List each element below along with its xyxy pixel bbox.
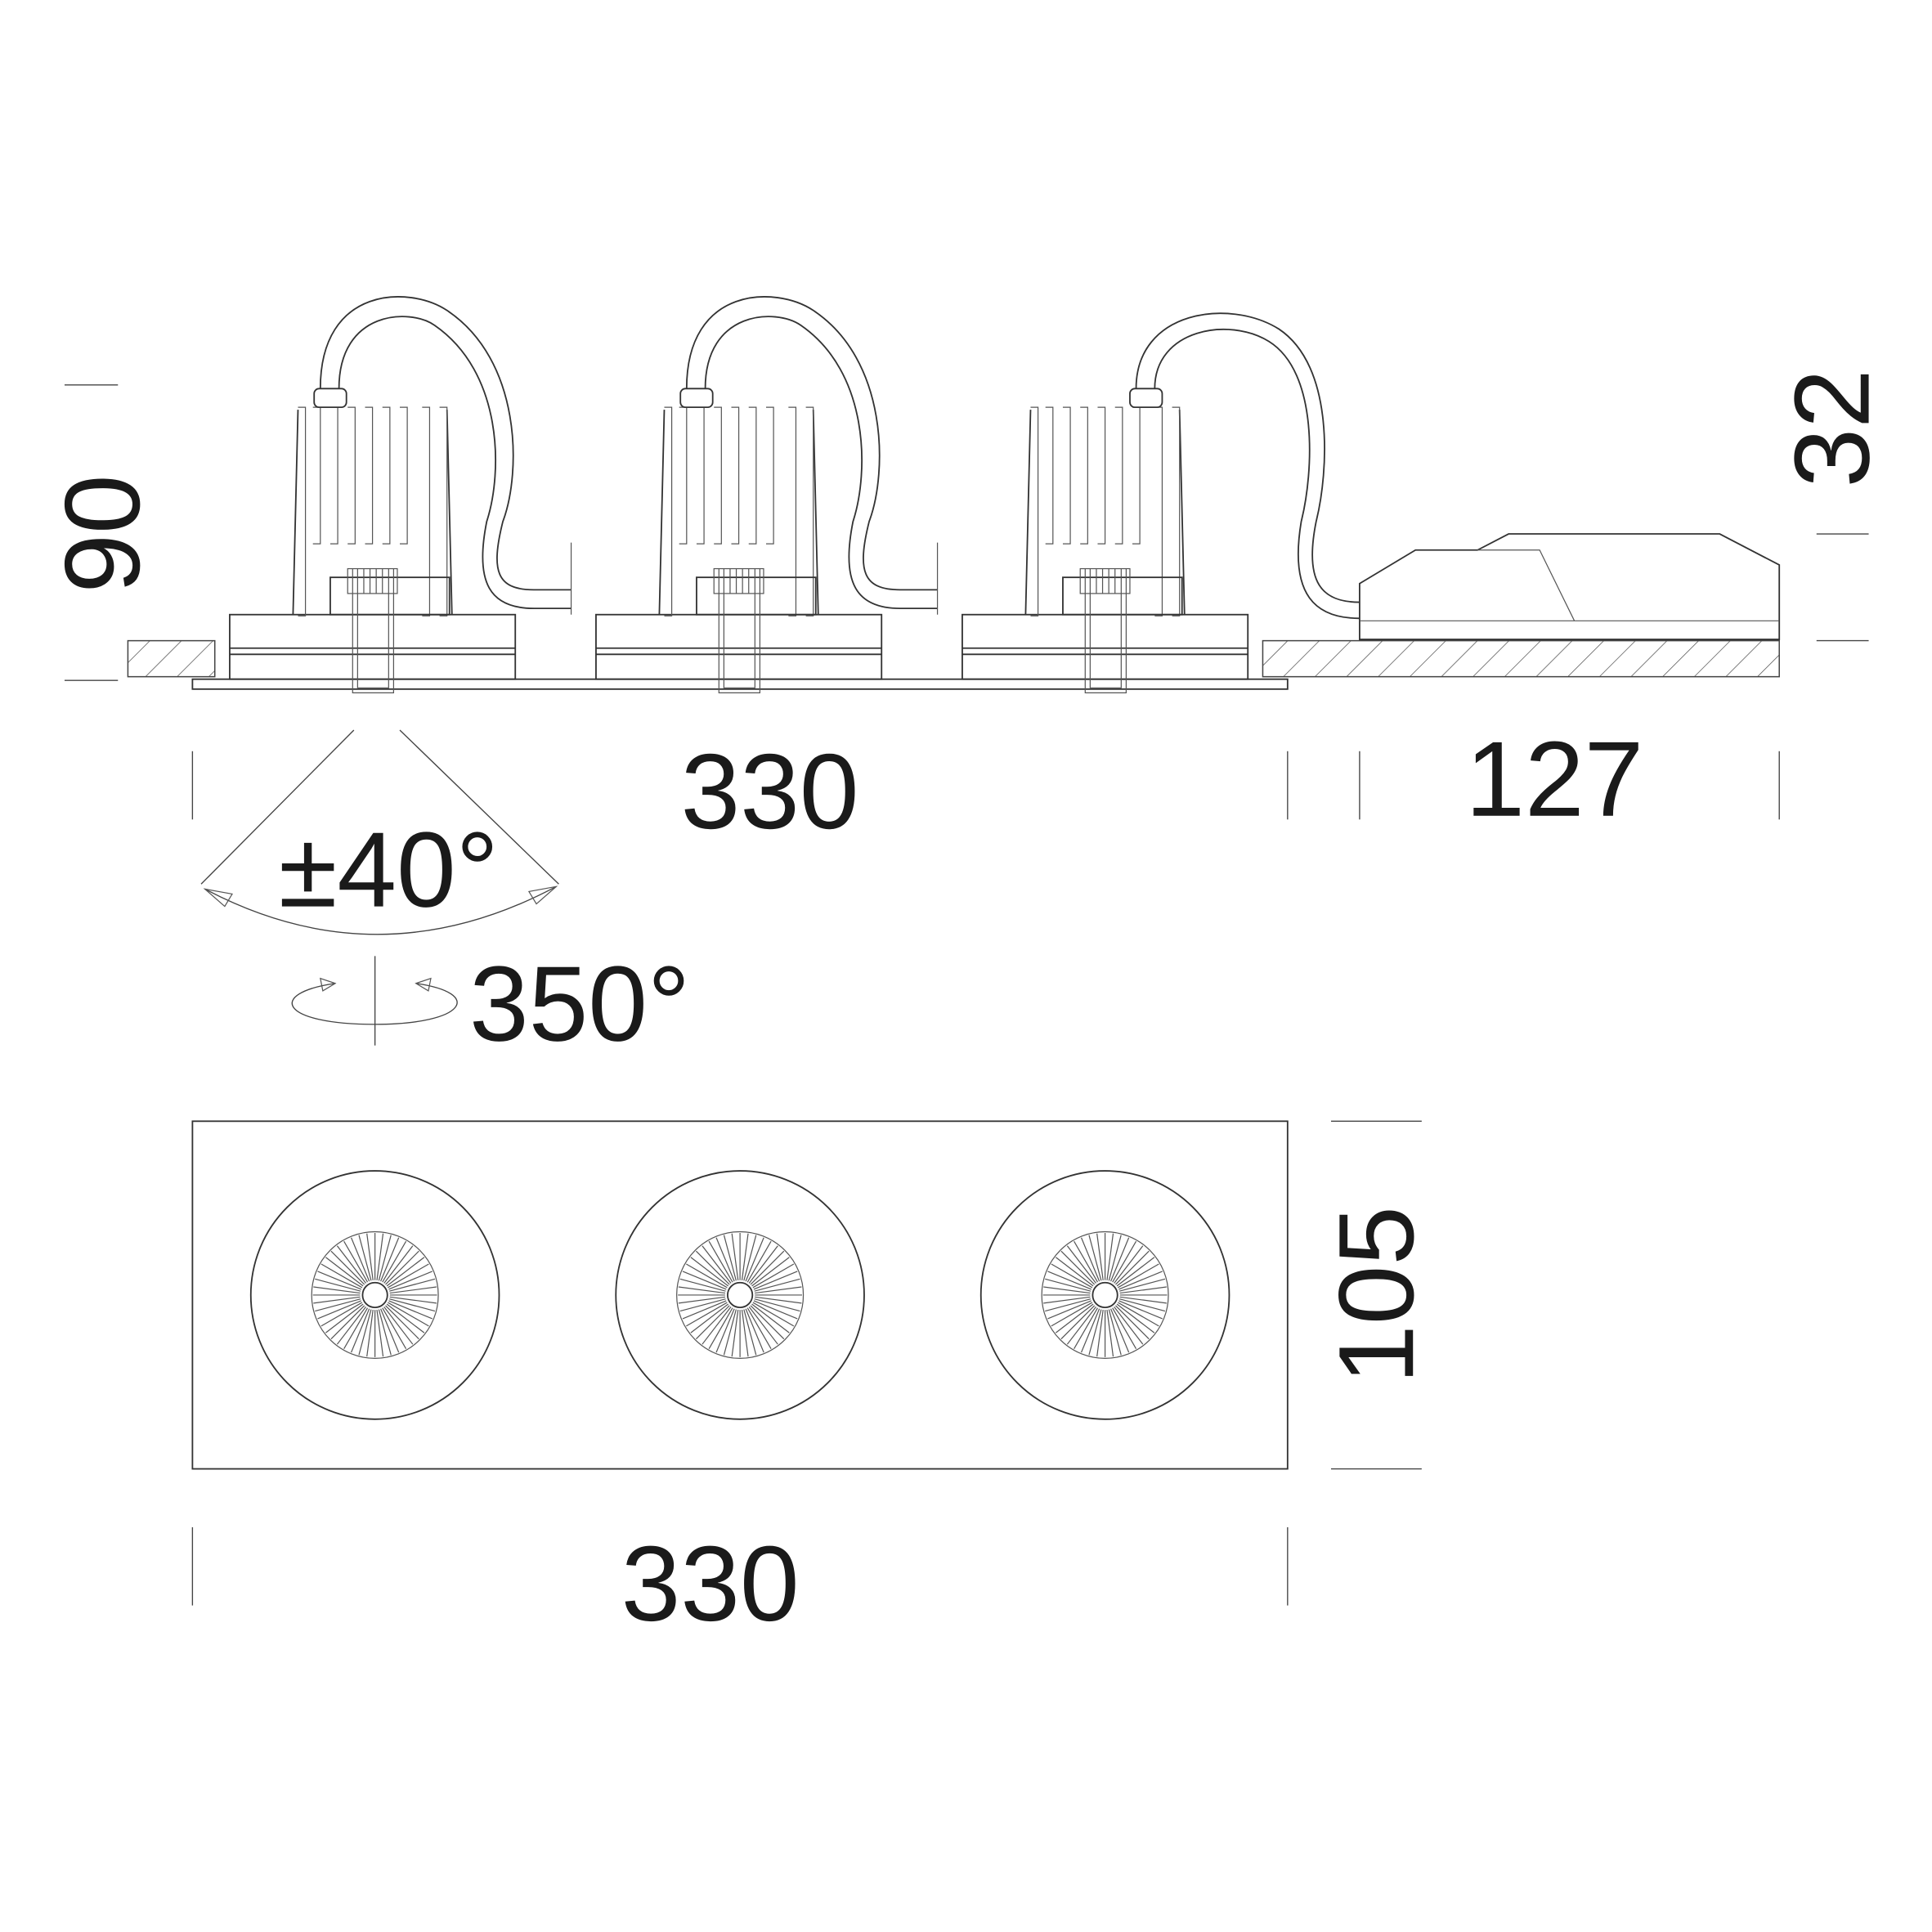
tilt-angle-label: ±40° [279,810,499,930]
dimension-330-top: 330 [191,1524,1289,1643]
lens-3 [979,1170,1230,1420]
luminaire-1 [229,296,572,694]
rotation-angle-label: 350° [469,944,690,1064]
dim-top-width-label: 330 [621,1524,800,1643]
lens-2 [615,1170,865,1420]
tilt-angle-indicator: ±40° [200,729,559,935]
lens-1 [249,1170,500,1420]
dimension-105: 105 [1316,1120,1436,1470]
side-view [127,296,1781,694]
dim-driver-length-label: 127 [1465,719,1643,839]
ceiling-section-left [127,639,216,678]
luminaire-2 [595,296,939,694]
ceiling-section-right [1262,639,1780,678]
dim-height-label: 90 [43,474,162,593]
dimension-127: 127 [1359,719,1780,839]
dimension-90: 90 [43,384,162,681]
dimension-32: 32 [1773,369,1892,642]
dim-side-width-label: 330 [681,732,859,851]
driver [1358,533,1781,641]
top-view [191,1120,1289,1470]
luminaire-3 [962,312,1360,694]
dimension-330-side: 330 [191,732,1289,851]
dim-depth-label: 105 [1316,1206,1436,1384]
dim-driver-height-label: 32 [1773,369,1892,487]
top-frame [191,1120,1289,1470]
rotation-angle-indicator: 350° [291,944,690,1064]
